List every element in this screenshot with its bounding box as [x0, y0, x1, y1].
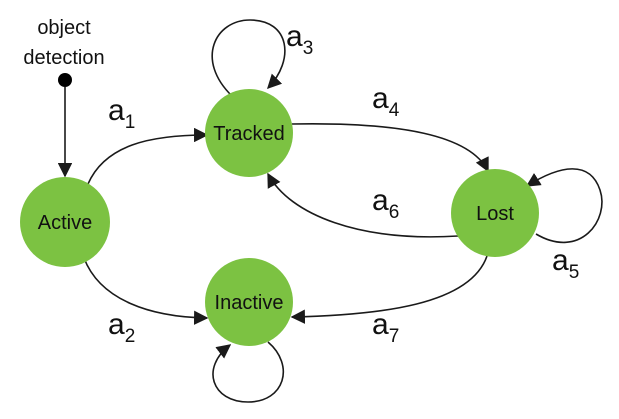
edge-label-a7: a7 — [372, 308, 399, 347]
edge-a6 — [267, 172, 459, 238]
edge-label-a1-base: a — [108, 94, 125, 127]
start-label-line1: object — [37, 17, 91, 39]
edge-label-a3-base: a — [286, 20, 303, 53]
edge-label-a2-base: a — [108, 308, 125, 341]
state-inactive-label: Inactive — [215, 292, 284, 314]
edge-label-a1-sub: 1 — [125, 112, 136, 133]
edge-label-a4-base: a — [372, 82, 389, 115]
state-tracked-label: Tracked — [213, 123, 285, 145]
state-inactive-circle — [205, 258, 293, 346]
start-dot — [58, 73, 72, 87]
state-tracked-circle — [205, 89, 293, 177]
edge-label-a7-sub: 7 — [389, 326, 400, 347]
edge-a5 — [525, 168, 603, 244]
edge-label-a3: a3 — [286, 20, 313, 59]
edge-inactive-self-loop — [212, 341, 285, 403]
edge-label-a4: a4 — [372, 82, 400, 121]
edge-a3 — [211, 19, 286, 97]
edge-label-a5-sub: 5 — [569, 262, 580, 283]
edge-label-a6-sub: 6 — [389, 202, 400, 223]
start-label-line2: detection — [23, 47, 104, 69]
edge-label-a1: a1 — [108, 94, 135, 133]
edge-label-a2: a2 — [108, 308, 135, 347]
edge-a1 — [87, 127, 209, 185]
edge-label-a7-base: a — [372, 308, 389, 341]
edge-label-a2-sub: 2 — [125, 326, 136, 347]
edge-label-a5: a5 — [552, 244, 579, 283]
state-active-label: Active — [38, 212, 92, 234]
edge-label-a6: a6 — [372, 184, 399, 223]
state-lost-circle — [451, 169, 539, 257]
edge-a4 — [291, 123, 489, 173]
state-active-circle — [20, 177, 110, 267]
edge-a7 — [290, 255, 488, 324]
edge-label-a4-sub: 4 — [389, 100, 400, 121]
edge-label-a3-sub: 3 — [303, 38, 314, 59]
edge-label-a5-base: a — [552, 244, 569, 277]
state-lost-label: Lost — [476, 203, 514, 225]
edge-label-a6-base: a — [372, 184, 389, 217]
edge-a2 — [83, 257, 209, 325]
